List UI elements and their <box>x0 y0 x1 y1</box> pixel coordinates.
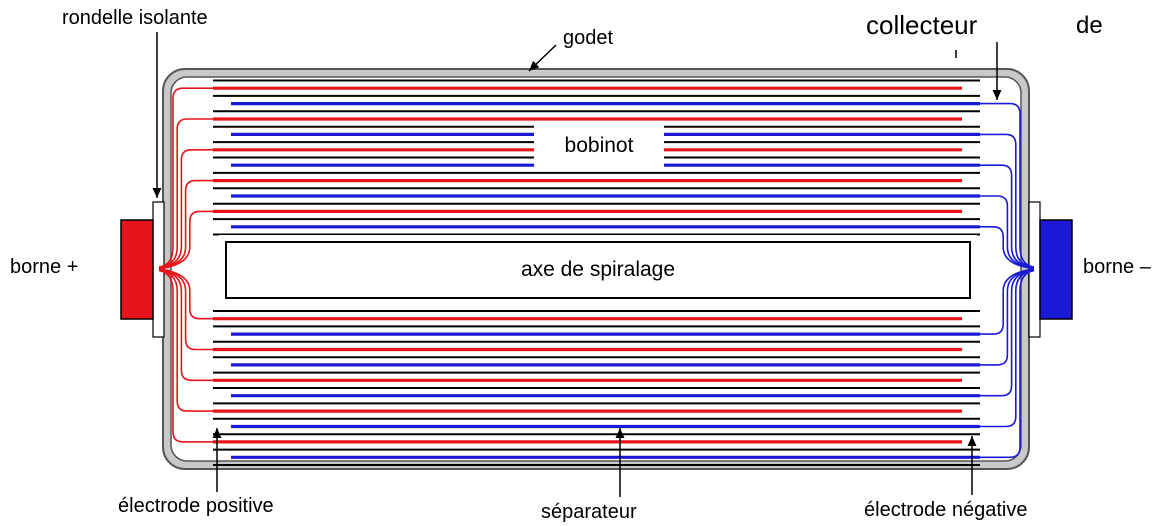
negative-electrode-label: électrode négative <box>864 499 1028 521</box>
negative-collector-tab <box>980 269 1035 459</box>
positive-collector-tab <box>158 269 213 382</box>
negative-collector-tab <box>980 133 1035 269</box>
can-arrow-head <box>529 60 540 71</box>
negative-terminal <box>1039 219 1073 320</box>
negative-terminal-label: borne – <box>1083 256 1151 278</box>
collector-label: collecteur <box>866 10 978 40</box>
negative-collector-tab <box>980 268 1035 366</box>
terminals <box>120 219 1073 320</box>
separator-label: séparateur <box>541 501 637 523</box>
negative-collector-tab <box>980 164 1035 269</box>
electrode-layers <box>213 79 980 466</box>
negative-collector-tab <box>980 102 1035 268</box>
positive-electrode-arrow-head <box>212 428 222 438</box>
negative-collector-tab <box>980 226 1035 270</box>
winding-axis <box>219 124 977 305</box>
negative-collector-tab <box>980 195 1035 269</box>
positive-collector-tab <box>158 179 213 269</box>
collector-arrow-head <box>992 90 1002 100</box>
positive-collector-tab <box>158 210 213 270</box>
insulating-washer-arrow-head <box>152 188 162 198</box>
positive-collector-tab <box>158 118 213 269</box>
positive-collector-tab <box>158 149 213 269</box>
negative-electrode-arrow-head <box>967 436 977 446</box>
positive-terminal <box>120 219 154 320</box>
collector-label-continued: de <box>1076 12 1103 39</box>
positive-collector-tab <box>158 87 213 268</box>
winding-axis-label: axe de spiralage <box>520 258 676 281</box>
insulating-washer-label: rondelle isolante <box>62 7 208 29</box>
negative-collector-tab <box>980 269 1035 428</box>
can-label: godet <box>563 27 614 49</box>
positive-collector-tab <box>158 269 213 412</box>
negative-collector-tab <box>980 268 1035 335</box>
current-collector-tabs <box>158 87 1035 459</box>
negative-collector-tab <box>980 269 1035 397</box>
pointer-arrows <box>152 32 1002 497</box>
positive-collector-tab <box>158 269 213 443</box>
coil-label: bobinot <box>534 124 664 168</box>
positive-terminal-label: borne + <box>10 256 79 278</box>
positive-collector-tab <box>158 268 213 320</box>
positive-collector-tab <box>158 268 213 351</box>
winding-axis-box <box>225 241 971 299</box>
positive-electrode-label: électrode positive <box>118 495 274 517</box>
separator-arrow-head <box>615 428 625 438</box>
